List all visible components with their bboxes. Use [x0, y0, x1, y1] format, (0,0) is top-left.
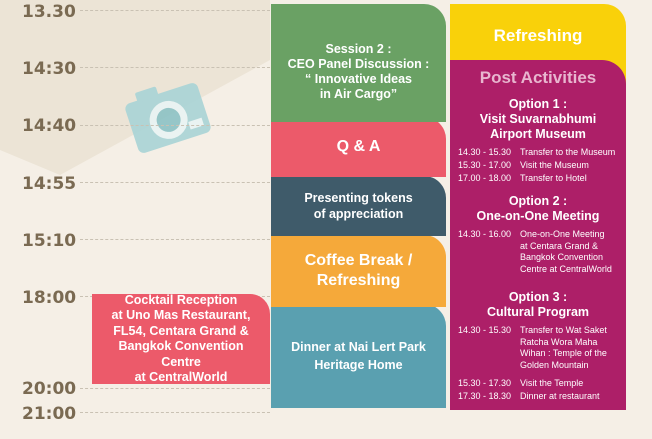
schedule-row: 14.30 - 16.00 One-on-One Meeting at Cent… — [458, 229, 626, 277]
refreshing-text: Refreshing — [493, 26, 583, 45]
time-label: 13.30 — [22, 2, 76, 22]
time-gridline — [80, 182, 270, 183]
row-desc-line: Wihan : Temple of the — [520, 348, 607, 358]
tokens-card: Presenting tokens of appreciation — [271, 176, 446, 236]
cocktail-text: Bangkok Convention Centre — [118, 339, 244, 369]
dinner-text: Dinner at Nai Lert Park — [291, 340, 426, 354]
time-label: 14:30 — [22, 59, 77, 79]
time-gridline — [80, 412, 270, 413]
option3-heading: Option 3 : — [508, 290, 568, 304]
coffee-text: Coffee Break / — [304, 252, 413, 269]
schedule-row: 14.30 - 15.30 Transfer to Wat Saket Ratc… — [458, 325, 626, 373]
row-time: 17.30 - 18.30 — [458, 391, 512, 401]
cocktail-text: at Uno Mas Restaurant, — [111, 308, 251, 322]
row-desc: Visit the Temple — [520, 378, 584, 388]
session-text: CEO Panel Discussion : — [287, 57, 430, 71]
session-text: in Air Cargo” — [319, 87, 398, 101]
option1-heading: Visit Suvarnabhumi — [479, 112, 597, 126]
row-time: 15.30 - 17.30 — [458, 378, 512, 388]
dinner-card: Dinner at Nai Lert Park Heritage Home — [271, 304, 446, 408]
row-desc: Transfer to Hotel — [520, 173, 587, 183]
row-desc-line: Transfer to Wat Saket — [520, 325, 607, 335]
option2-heading: Option 2 : — [508, 194, 568, 208]
option1-heading: Airport Museum — [490, 127, 586, 141]
time-label: 21:00 — [22, 404, 77, 424]
post-activities-card: Post Activities Option 1 : Visit Suvarna… — [450, 60, 626, 410]
row-desc-line: at Centara Grand & — [520, 240, 599, 251]
row-desc-line: Ratcha Wora Maha — [520, 336, 598, 347]
option3-heading: Cultural Program — [486, 305, 590, 319]
time-label: 18:00 — [22, 288, 77, 308]
time-label: 20:00 — [22, 379, 77, 399]
row-desc-line: Bangkok Convention — [520, 252, 604, 262]
tokens-text: Presenting tokens — [304, 191, 413, 205]
row-desc: Dinner at restaurant — [520, 391, 600, 401]
time-gridline — [80, 67, 270, 68]
time-label: 15:10 — [22, 231, 77, 251]
time-label: 14:55 — [22, 174, 77, 194]
time-label: 14:40 — [22, 116, 77, 136]
option2-heading: One-on-One Meeting — [476, 209, 600, 223]
row-desc: Transfer to Wat Saket Ratcha Wora Maha W… — [520, 325, 626, 371]
row-time: 17.00 - 18.00 — [458, 173, 512, 183]
dinner-text: Heritage Home — [314, 358, 403, 372]
row-desc: Transfer to the Museum — [520, 147, 616, 157]
row-desc: One-on-One Meeting at Centara Grand & Ba… — [520, 229, 626, 275]
row-time: 14.30 - 15.30 — [458, 147, 512, 157]
camera-icon — [125, 83, 211, 153]
row-desc-line: One-on-One Meeting — [520, 229, 605, 239]
qa-text: Q & A — [336, 138, 381, 155]
session-card: Session 2 : CEO Panel Discussion : “ Inn… — [271, 4, 446, 122]
tokens-text: of appreciation — [313, 207, 404, 221]
coffee-break-card: Coffee Break / Refreshing — [271, 235, 446, 307]
session-text: Session 2 : — [325, 42, 392, 56]
background-shape — [0, 0, 270, 175]
cocktail-text: Cocktail Reception — [124, 292, 238, 307]
row-time: 15.30 - 17.00 — [458, 160, 512, 170]
row-time: 14.30 - 15.30 — [458, 325, 512, 335]
coffee-text: Refreshing — [316, 272, 401, 289]
session-text: “ Innovative Ideas — [305, 72, 412, 86]
row-desc-line: Centre at CentralWorld — [520, 263, 612, 274]
time-gridline — [80, 10, 270, 11]
row-time: 14.30 - 16.00 — [458, 229, 512, 239]
option1-heading: Option 1 : — [508, 97, 568, 111]
cocktail-reception-card: Cocktail Reception at Uno Mas Restaurant… — [92, 292, 270, 384]
row-desc: Visit the Museum — [520, 160, 589, 170]
cocktail-text: at CentralWorld — [134, 370, 228, 384]
time-gridline — [80, 239, 270, 240]
time-gridline — [80, 125, 270, 126]
row-desc-line: Golden Mountain — [520, 359, 589, 370]
cocktail-text: FL54, Centara Grand & — [113, 323, 249, 338]
post-activities-title: Post Activities — [479, 68, 597, 87]
time-gridline — [80, 388, 270, 389]
qa-card: Q & A — [271, 117, 446, 177]
